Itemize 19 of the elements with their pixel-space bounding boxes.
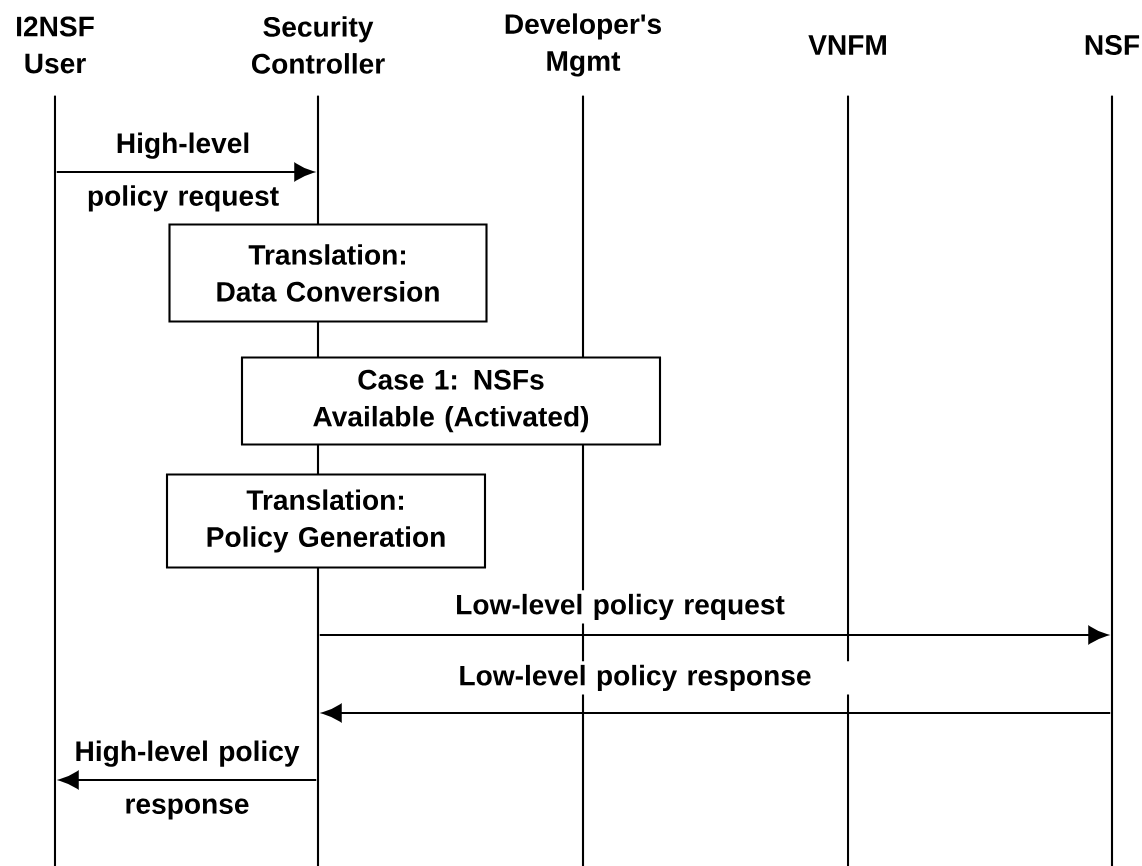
edge-label: High-level policy request: [88, 132, 279, 212]
lifeline: [846, 95, 850, 866]
lifeline-header: Developer's Mgmt: [505, 13, 661, 77]
message-arrow: [319, 625, 1108, 644]
edge-label: Low-level policy request: [457, 593, 785, 621]
process-box: Translation: Data Conversion: [168, 223, 488, 323]
edge-label: High-level policy response: [76, 740, 300, 820]
lifeline-header: NSF: [1085, 35, 1140, 55]
lifeline: [53, 95, 57, 866]
edge-label: Low-level policy response: [460, 664, 811, 692]
process-box: Case 1: NSFs Available (Activated): [240, 356, 662, 446]
message-arrow: [56, 162, 314, 181]
lifeline-header: Security Controller: [252, 16, 385, 74]
lifeline-header: VNFM: [808, 35, 886, 55]
message-arrow: [59, 770, 317, 789]
message-arrow: [322, 703, 1111, 722]
process-box: Translation: Policy Generation: [165, 473, 487, 569]
lifeline: [1110, 95, 1114, 866]
lifeline-header: I2NSF User: [17, 16, 94, 74]
